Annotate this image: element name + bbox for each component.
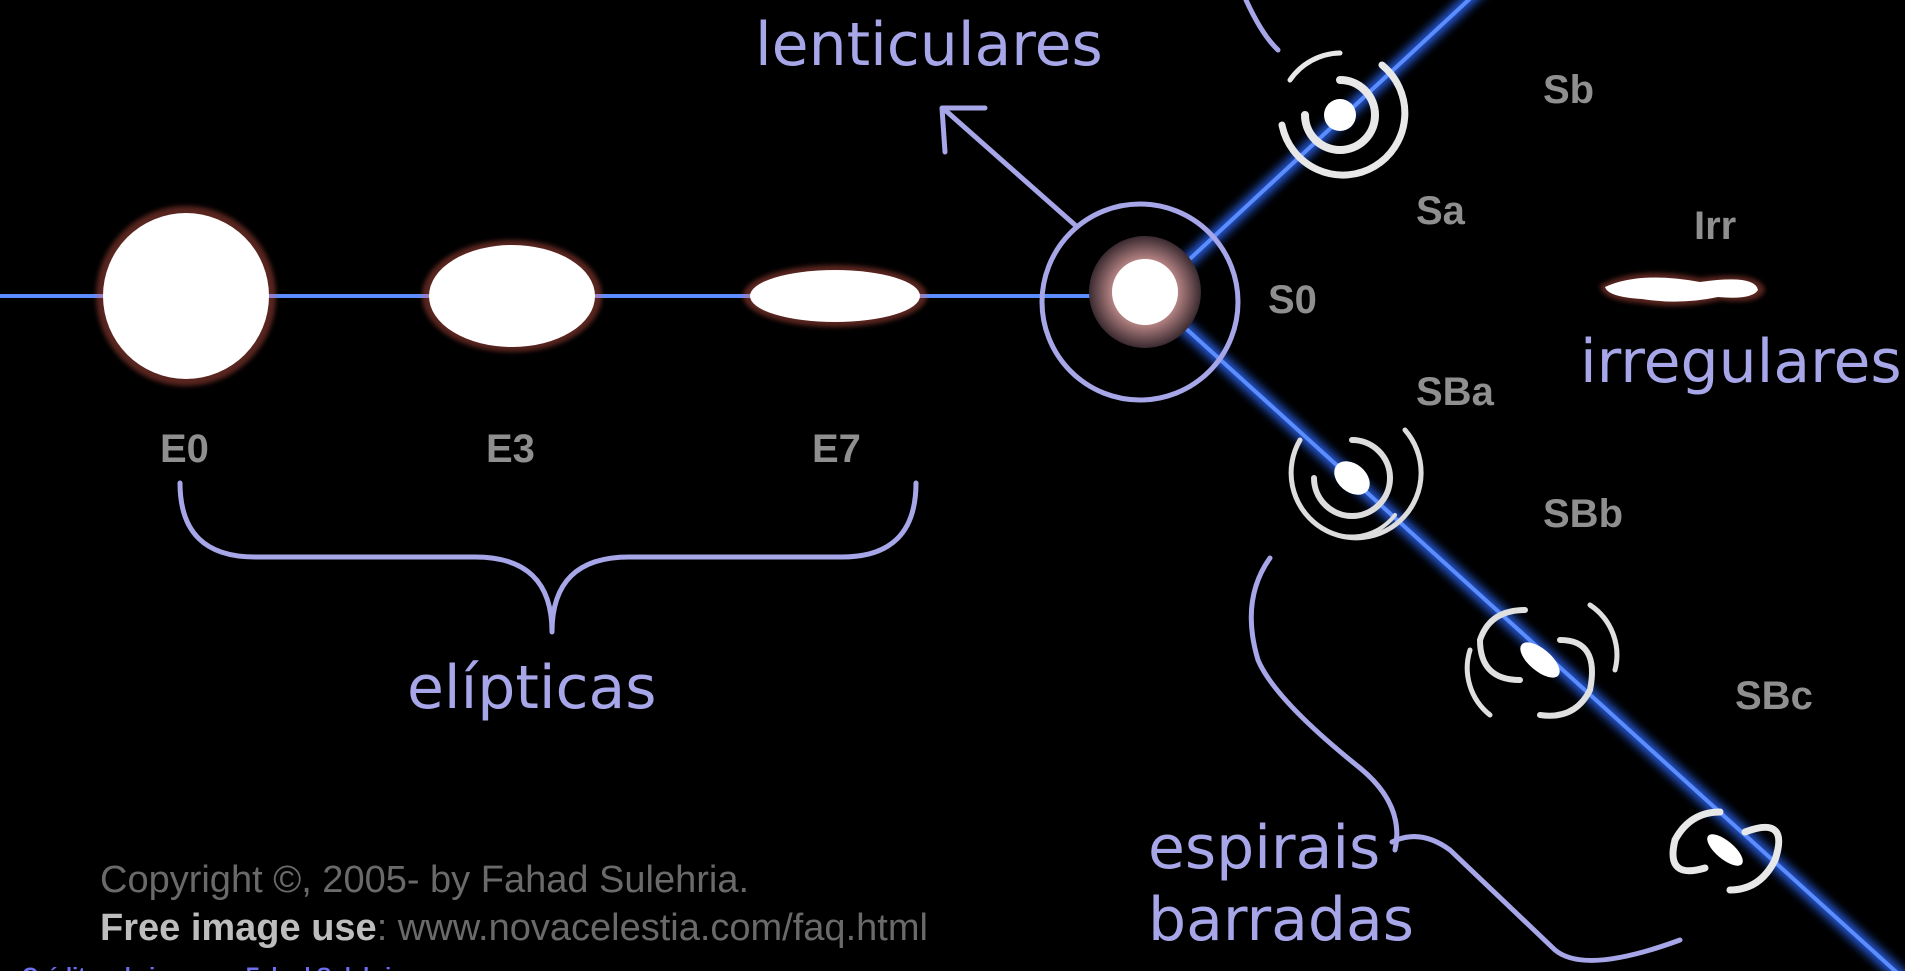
image-credit: Créditos da imagem: Fahad Sulehria [22,963,404,971]
lenticular-arrow [942,107,1078,228]
galaxy-e7 [743,265,927,327]
espirais-bracket-top [1243,0,1281,53]
free-image-use-label: Free image use [100,907,377,949]
galaxy-sba [1288,427,1424,541]
label-espirais: espirais [1148,813,1380,883]
type-sbb: SBb [1543,492,1623,536]
type-sa: Sa [1416,189,1466,233]
copyright-line-1: Copyright ©, 2005- by Fahad Sulehria. [100,859,749,901]
type-e7: E7 [812,427,861,471]
galaxy-e3 [422,240,602,352]
galaxy-irr [1600,272,1765,306]
arrowhead-icon [939,105,988,155]
galaxy-e0 [96,206,276,386]
type-s0: S0 [1268,278,1317,322]
galaxy-sbb [1464,602,1620,719]
galaxy-sbc [1669,808,1783,894]
lenticular-highlight-circle [1039,201,1241,403]
copyright-line-2: Free image use: www.novacelestia.com/faq… [100,907,928,949]
copyright-url: : www.novacelestia.com/faq.html [377,907,928,949]
label-irregulares: irregulares [1580,327,1902,397]
barradas-bracket-right [1389,834,1683,963]
type-e3: E3 [486,427,535,471]
type-e0: E0 [160,427,209,471]
label-elipticas: elípticas [407,653,657,723]
label-barradas: barradas [1148,885,1414,955]
type-irr: Irr [1694,204,1736,248]
elipticas-bracket [177,480,919,635]
type-sba: SBa [1416,370,1495,414]
galaxy-sa [1278,50,1409,179]
barradas-bracket-left [1248,555,1400,853]
galaxy-s0 [1089,236,1201,348]
type-sb: Sb [1543,68,1594,112]
label-lenticulares: lenticulares [755,10,1103,80]
annotations [177,0,1683,963]
type-sbc: SBc [1735,674,1813,718]
